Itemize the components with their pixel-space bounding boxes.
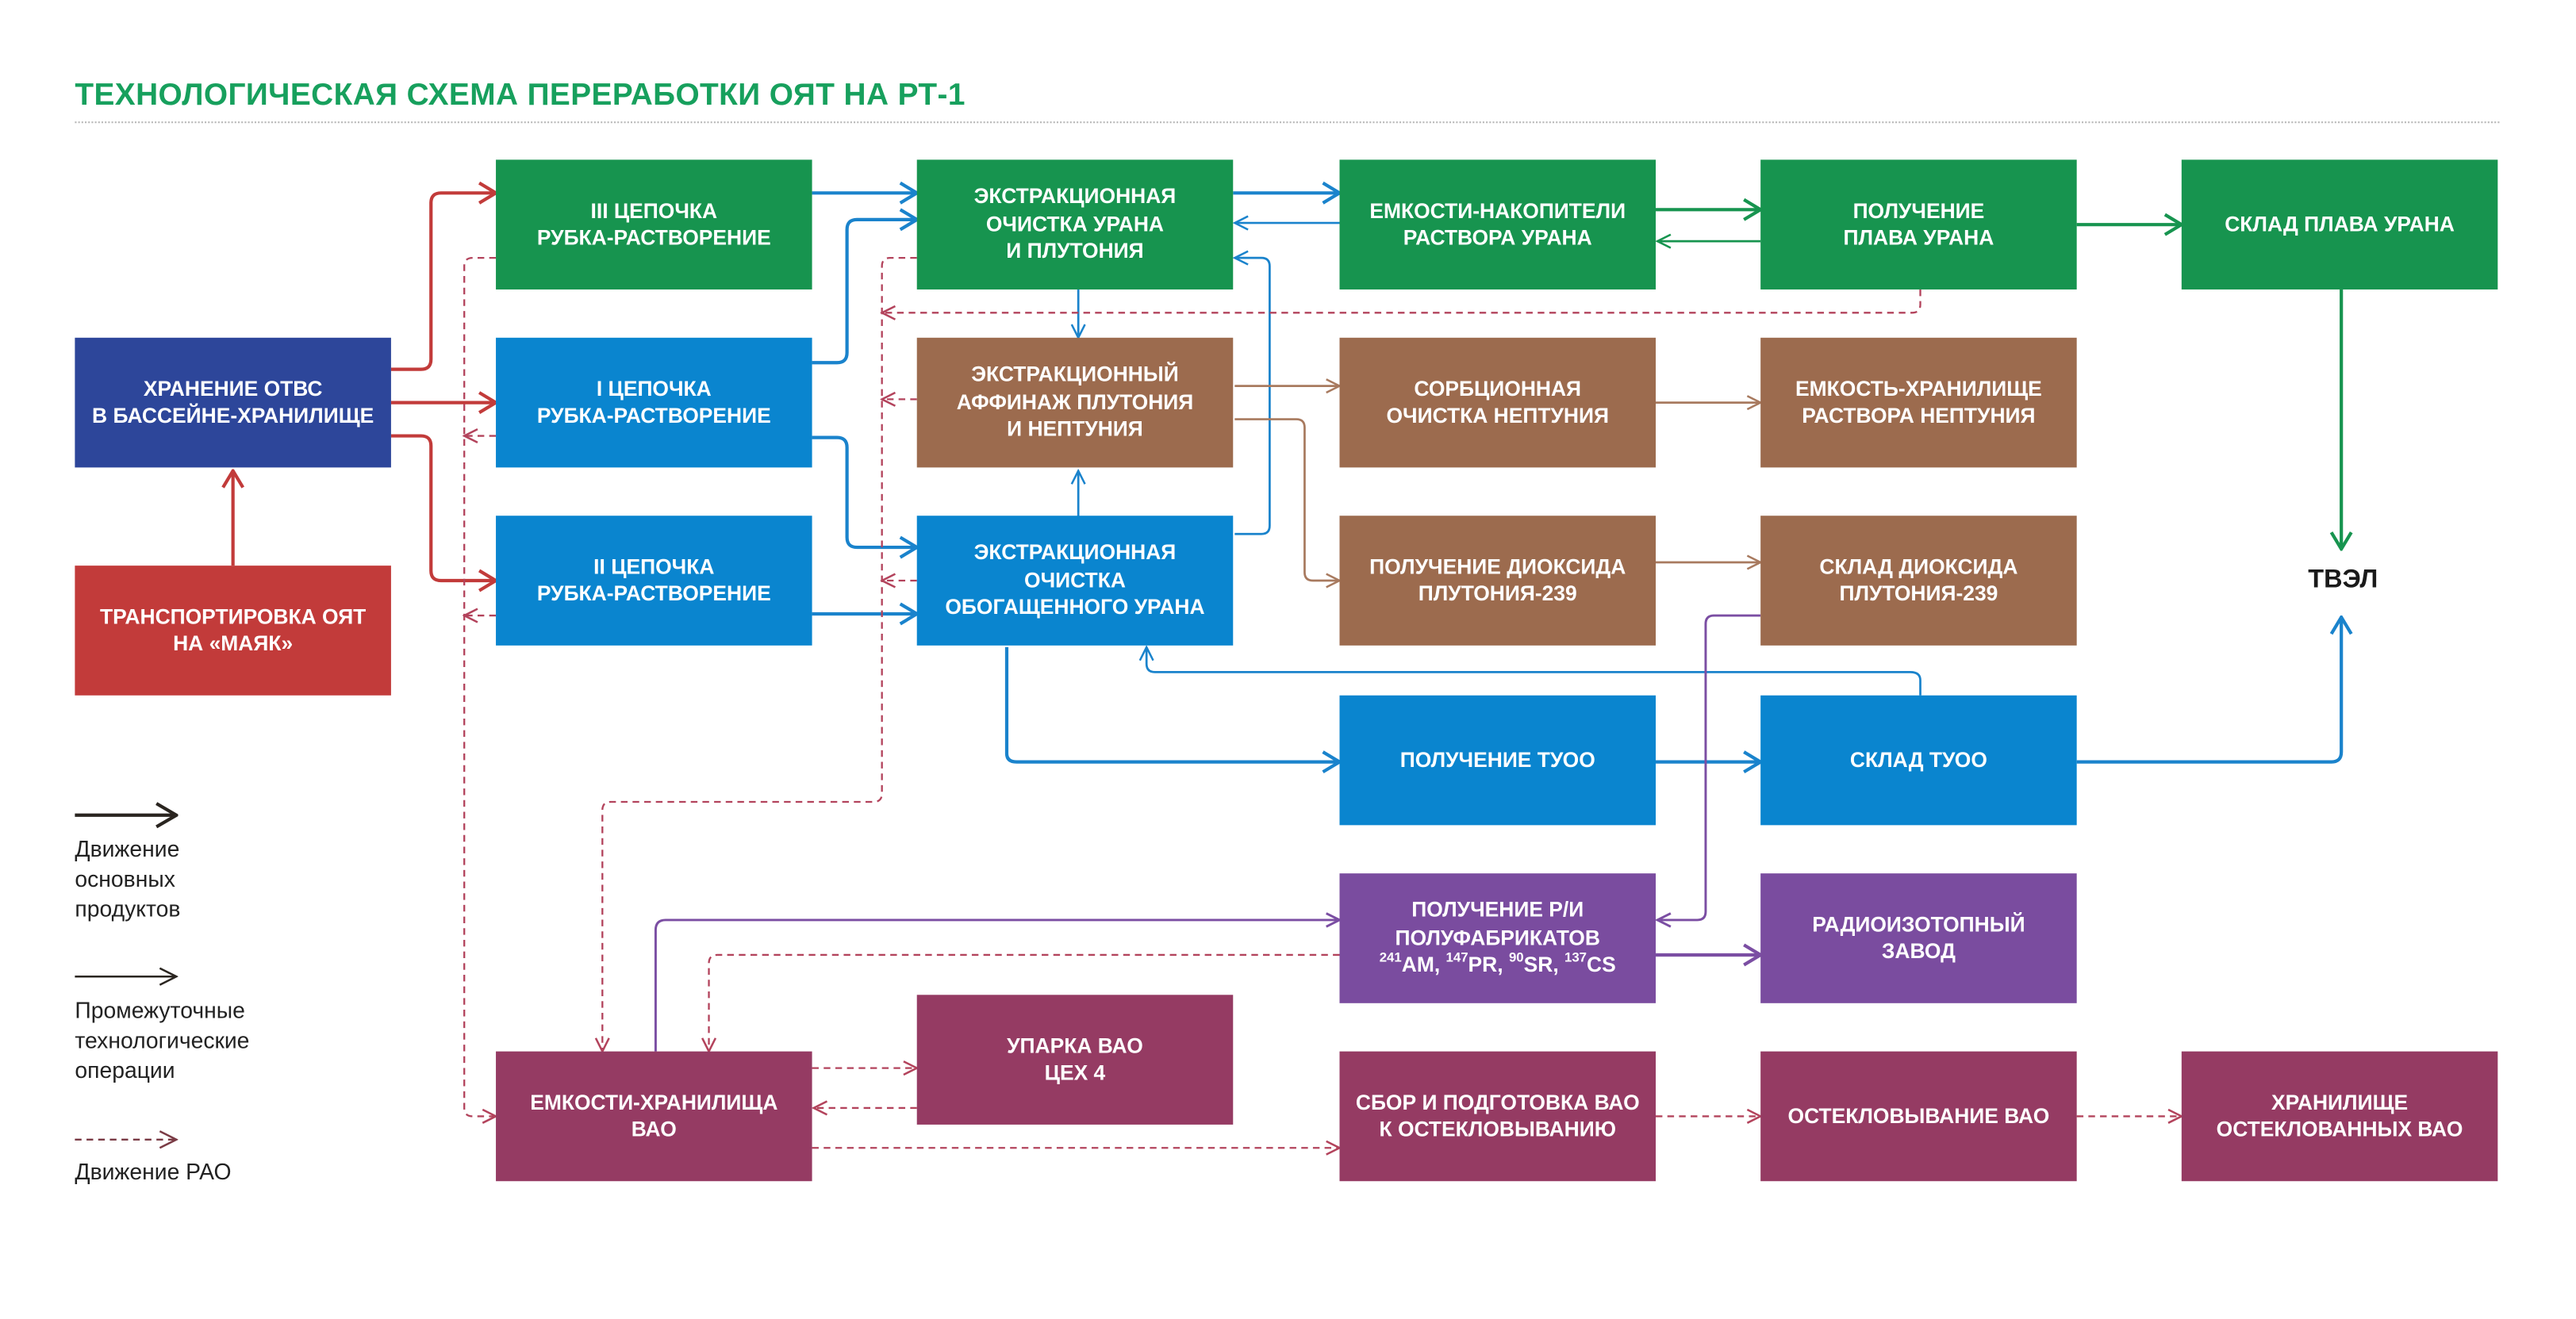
node-tuoo-store-label: СКЛАД ТУОО	[1849, 748, 1987, 772]
isotope-symbol: PR	[1468, 953, 1498, 977]
node-hlw-prep: СБОР И ПОДГОТОВКА ВАО К ОСТЕКЛОВЫВАНИЮ	[1339, 1051, 1657, 1182]
arrow-enriched-to-tuoo	[1004, 646, 1340, 762]
node-u-melt-store: СКЛАД ПЛАВА УРАНА	[2181, 159, 2498, 289]
node-np-tank-label: ЕМКОСТЬ-ХРАНИЛИЩЕ РАСТВОРА НЕПТУНИЯ	[1795, 377, 2042, 428]
node-pu-store: СКЛАД ДИОКСИДА ПЛУТОНИЯ-239	[1760, 516, 2077, 646]
node-chain1-label: I ЦЕПОЧКА РУБКА-РАСТВОРЕНИЕ	[536, 377, 771, 428]
arrow-hlw-tanks-to-ri	[654, 920, 1339, 1052]
node-pu-dioxide-label: ПОЛУЧЕНИЕ ДИОКСИДА ПЛУТОНИЯ-239	[1369, 554, 1626, 606]
isotope-mass: 241	[1379, 949, 1402, 965]
node-tvel: ТВЭЛ	[2308, 566, 2378, 594]
node-ri-plant-label: РАДИОИЗОТОПНЫЙ ЗАВОД	[1812, 912, 2025, 964]
legend-intermediate-label: Промежуточные технологические операции	[75, 998, 250, 1083]
node-vitrified-store-label: ХРАНИЛИЩЕ ОСТЕКЛОВАННЫХ ВАО	[2216, 1090, 2463, 1141]
node-np-sorption: СОРБЦИОННАЯ ОЧИСТКА НЕПТУНИЯ	[1339, 337, 1657, 468]
node-affinage-label: ЭКСТРАКЦИОННЫЙ АФФИНАЖ ПЛУТОНИЯ И НЕПТУН…	[956, 362, 1194, 442]
arrow-pu-store-to-ri	[1657, 614, 1761, 920]
node-chain2: II ЦЕПОЧКА РУБКА-РАСТВОРЕНИЕ	[496, 516, 812, 646]
node-ri-products: ПОЛУЧЕНИЕ Р/И ПОЛУФАБРИКАТОВ 241AM, 147P…	[1339, 873, 1657, 1003]
node-storage-label: ХРАНЕНИЕ ОТВС В БАССЕЙНЕ-ХРАНИЛИЩЕ	[92, 377, 374, 428]
arrow-melt-waste-to-extract	[882, 289, 1921, 312]
isotope-mass: 90	[1508, 949, 1524, 965]
node-chain3-label: III ЦЕПОЧКА РУБКА-РАСТВОРЕНИЕ	[536, 198, 771, 250]
node-tuoo-label: ПОЛУЧЕНИЕ ТУОО	[1399, 748, 1595, 772]
node-transport-label: ТРАНСПОРТИРОВКА ОЯТ НА «МАЯК»	[99, 604, 367, 656]
node-extract-enriched-label: ЭКСТРАКЦИОННАЯ ОЧИСТКА ОБОГАЩЕННОГО УРАН…	[945, 541, 1205, 619]
node-np-tank: ЕМКОСТЬ-ХРАНИЛИЩЕ РАСТВОРА НЕПТУНИЯ	[1760, 337, 2077, 468]
node-tuoo: ПОЛУЧЕНИЕ ТУОО	[1339, 695, 1657, 826]
isotope-symbol: SR	[1523, 953, 1553, 977]
arrow-ri-waste-to-hlw	[709, 953, 1340, 1052]
arrow-chain1-to-enriched	[812, 435, 917, 547]
node-ri-plant: РАДИОИЗОТОПНЫЙ ЗАВОД	[1760, 873, 2077, 1003]
arrow-affinage-to-pu-dioxide	[1234, 418, 1339, 581]
node-vitrification-label: ОСТЕКЛОВЫВАНИЕ ВАО	[1787, 1104, 2050, 1128]
node-chain1: I ЦЕПОЧКА РУБКА-РАСТВОРЕНИЕ	[496, 337, 812, 468]
arrow-chain1-to-extract	[812, 220, 917, 365]
node-hlw-evap-label: УПАРКА ВАО ЦЕХ 4	[1007, 1033, 1143, 1085]
node-extract-u-pu-label: ЭКСТРАКЦИОННАЯ ОЧИСТКА УРАНА И ПЛУТОНИЯ	[973, 185, 1177, 263]
arrow-chain3-waste-to-hlw	[463, 256, 496, 1116]
node-extract-enriched: ЭКСТРАКЦИОННАЯ ОЧИСТКА ОБОГАЩЕННОГО УРАН…	[916, 516, 1234, 646]
node-tuoo-store: СКЛАД ТУОО	[1760, 695, 2077, 826]
node-u-melt-store-label: СКЛАД ПЛАВА УРАНА	[2225, 212, 2455, 236]
arrow-tuoo-store-to-tvel	[2076, 617, 2342, 764]
node-u-melt: ПОЛУЧЕНИЕ ПЛАВА УРАНА	[1760, 159, 2077, 289]
node-u-tanks-label: ЕМКОСТИ-НАКОПИТЕЛИ РАСТВОРА УРАНА	[1369, 198, 1626, 250]
diagram-title: ТЕХНОЛОГИЧЕСКАЯ СХЕМА ПЕРЕРАБОТКИ ОЯТ НА…	[75, 76, 966, 112]
arrow-storage-to-chain2	[390, 434, 496, 581]
node-vitrified-store: ХРАНИЛИЩЕ ОСТЕКЛОВАННЫХ ВАО	[2181, 1051, 2498, 1182]
node-vitrification: ОСТЕКЛОВЫВАНИЕ ВАО	[1760, 1051, 2077, 1182]
node-hlw-tanks-label: ЕМКОСТИ-ХРАНИЛИЩА ВАО	[530, 1090, 778, 1141]
node-ri-products-content: ПОЛУЧЕНИЕ Р/И ПОЛУФАБРИКАТОВ 241AM, 147P…	[1369, 869, 1626, 1007]
node-hlw-evap: УПАРКА ВАО ЦЕХ 4	[916, 995, 1234, 1125]
node-np-sorption-label: СОРБЦИОННАЯ ОЧИСТКА НЕПТУНИЯ	[1386, 377, 1609, 428]
arrow-enriched-to-extract-loop	[1234, 258, 1271, 535]
legend-rao-label: Движение РАО	[75, 1159, 232, 1185]
node-affinage: ЭКСТРАКЦИОННЫЙ АФФИНАЖ ПЛУТОНИЯ И НЕПТУН…	[916, 337, 1234, 468]
node-ri-products-label: ПОЛУЧЕНИЕ Р/И ПОЛУФАБРИКАТОВ	[1395, 899, 1600, 950]
node-extract-u-pu: ЭКСТРАКЦИОННАЯ ОЧИСТКА УРАНА И ПЛУТОНИЯ	[916, 159, 1234, 289]
title-divider	[75, 121, 2500, 124]
node-storage: ХРАНЕНИЕ ОТВС В БАССЕЙНЕ-ХРАНИЛИЩЕ	[75, 337, 391, 468]
node-hlw-prep-label: СБОР И ПОДГОТОВКА ВАО К ОСТЕКЛОВЫВАНИЮ	[1355, 1090, 1640, 1141]
isotope-symbol: AM	[1401, 953, 1434, 977]
legend-main-label: Движение основных продуктов	[75, 837, 181, 922]
node-hlw-tanks: ЕМКОСТИ-ХРАНИЛИЩА ВАО	[496, 1051, 812, 1182]
node-pu-store-label: СКЛАД ДИОКСИДА ПЛУТОНИЯ-239	[1819, 554, 2018, 606]
isotope-list: 241AM, 147PR, 90SR, 137CS	[1379, 949, 1616, 977]
node-pu-dioxide: ПОЛУЧЕНИЕ ДИОКСИДА ПЛУТОНИЯ-239	[1339, 516, 1657, 646]
arrow-extract-to-hlw-tanks	[602, 256, 917, 1052]
arrow-tuoo-store-to-enriched	[1146, 647, 1921, 696]
arrow-storage-to-chain3	[390, 193, 496, 371]
node-transport: ТРАНСПОРТИРОВКА ОЯТ НА «МАЯК»	[75, 566, 391, 696]
node-chain3: III ЦЕПОЧКА РУБКА-РАСТВОРЕНИЕ	[496, 159, 812, 289]
isotope-symbol: CS	[1587, 953, 1616, 977]
node-chain2-label: II ЦЕПОЧКА РУБКА-РАСТВОРЕНИЕ	[536, 554, 771, 606]
node-u-tanks: ЕМКОСТИ-НАКОПИТЕЛИ РАСТВОРА УРАНА	[1339, 159, 1657, 289]
isotope-mass: 137	[1564, 949, 1587, 965]
node-u-melt-label: ПОЛУЧЕНИЕ ПЛАВА УРАНА	[1843, 198, 1994, 250]
isotope-mass: 147	[1445, 949, 1468, 965]
